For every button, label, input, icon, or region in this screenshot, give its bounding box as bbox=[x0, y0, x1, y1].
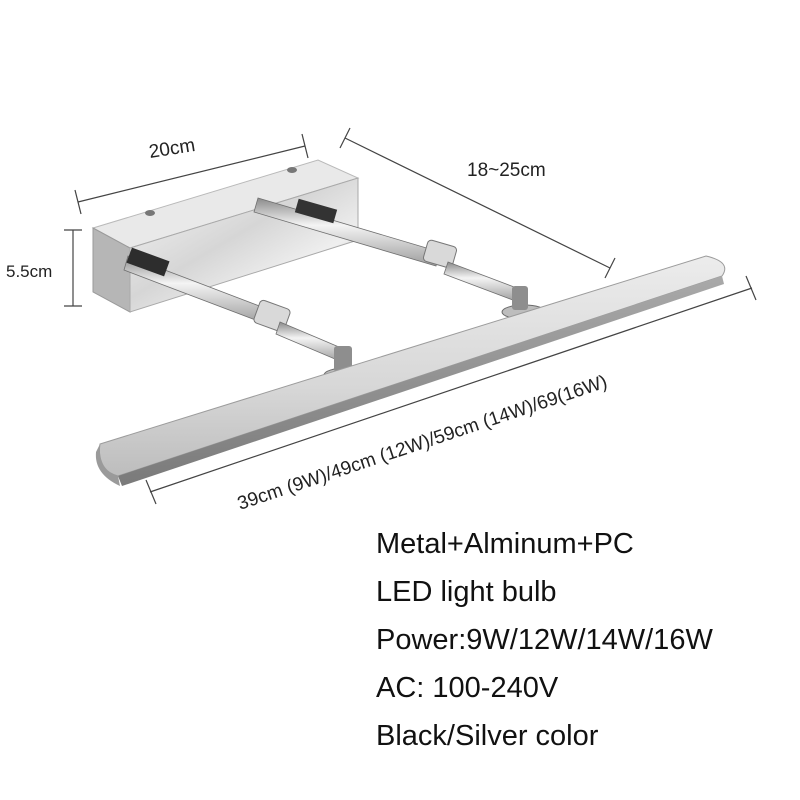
spec-color: Black/Silver color bbox=[376, 720, 599, 752]
arm-extension-label: 18~25cm bbox=[467, 160, 546, 181]
lamp-bar bbox=[95, 255, 726, 486]
spec-light-source: LED light bulb bbox=[376, 576, 557, 608]
mount-width-label: 20cm bbox=[147, 135, 196, 163]
wall-mount-plate bbox=[91, 159, 360, 313]
spec-material: Metal+Alminum+PC bbox=[376, 528, 634, 560]
spec-power: Power:9W/12W/14W/16W bbox=[376, 624, 713, 656]
dimension-mount-height: 5.5cm bbox=[6, 229, 82, 307]
spec-voltage: AC: 100-240V bbox=[376, 672, 559, 704]
mount-height-label: 5.5cm bbox=[6, 262, 52, 281]
spec-list: Metal+Alminum+PC LED light bulb Power:9W… bbox=[376, 520, 796, 760]
dimension-arm-extension: 18~25cm bbox=[339, 127, 616, 279]
